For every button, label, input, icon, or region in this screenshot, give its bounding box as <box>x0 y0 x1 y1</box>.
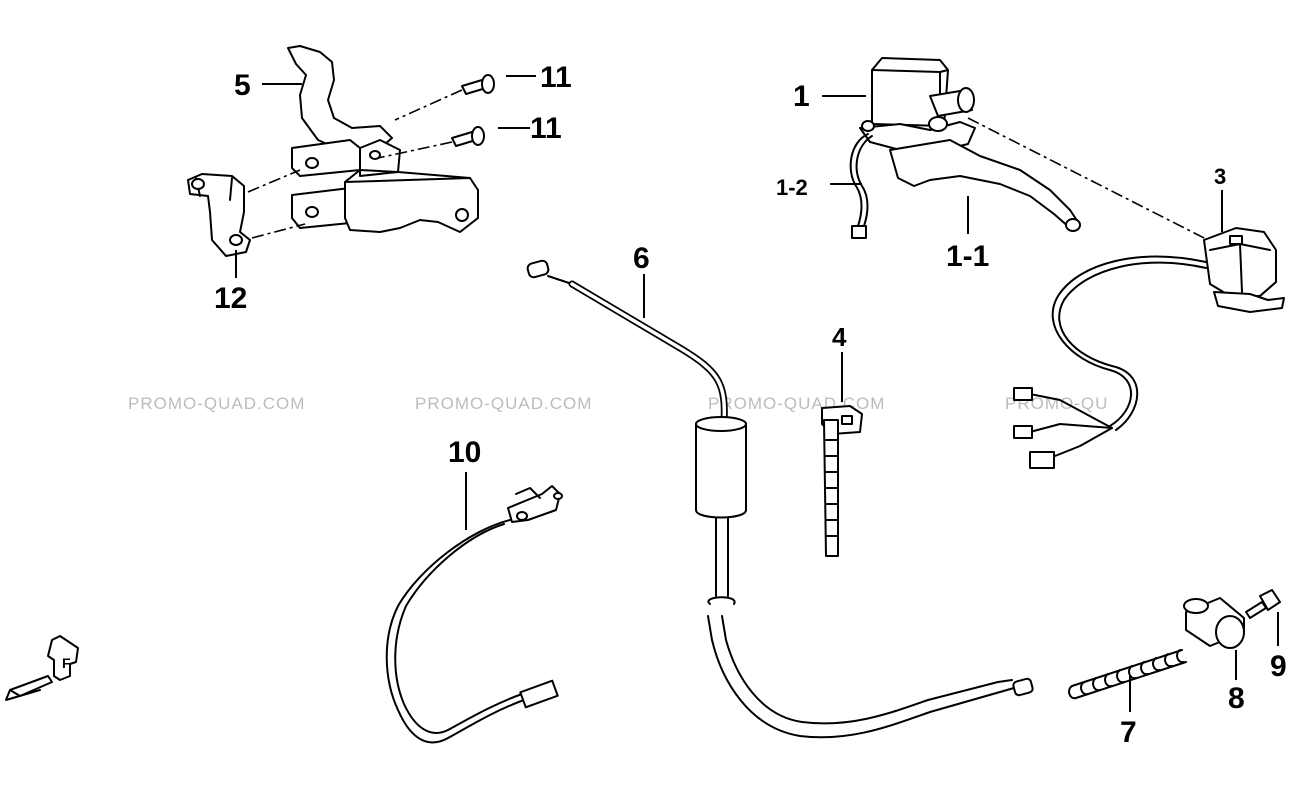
brake-light-switch <box>385 485 563 744</box>
cable-collar <box>1183 597 1245 649</box>
screw-icon <box>1245 589 1281 619</box>
spring <box>1068 649 1187 700</box>
callout-1-2: 1-2 <box>776 175 808 200</box>
front-direction-arrow-icon <box>5 635 79 701</box>
callout-4: 4 <box>832 322 847 352</box>
watermark-text: PROMO-QUAD.COM <box>415 394 592 413</box>
bolt-icon <box>451 126 485 147</box>
brake-switch-wire <box>849 133 873 239</box>
handlebar-switch <box>1203 227 1285 313</box>
callout-5: 5 <box>234 69 251 102</box>
cable-tie <box>821 405 863 557</box>
callout-8: 8 <box>1228 682 1245 715</box>
callout-labels: 5 11 11 12 1 1-2 1-1 3 6 4 10 7 8 9 <box>214 61 1287 749</box>
brake-lever <box>889 139 1081 232</box>
leader-lines <box>235 75 1279 712</box>
callout-1: 1 <box>793 80 810 113</box>
lever-holder-bracket <box>287 45 479 233</box>
callout-12: 12 <box>214 282 247 315</box>
callout-3: 3 <box>1214 164 1226 189</box>
callout-6: 6 <box>633 242 650 275</box>
master-cylinder <box>859 57 976 153</box>
watermark-row: PROMO-QUAD.COM PROMO-QUAD.COM PROMO-QUAD… <box>128 394 1107 413</box>
callout-9: 9 <box>1270 650 1287 683</box>
callout-10: 10 <box>448 436 481 469</box>
watermark-text: PROMO-QUAD.COM <box>128 394 305 413</box>
watermark-text: PROMO-QUAD.COM <box>708 394 885 413</box>
callout-1-1: 1-1 <box>946 240 989 273</box>
callout-11: 11 <box>540 61 572 94</box>
callout-11: 11 <box>530 112 562 145</box>
front-direction-label: F <box>62 655 71 671</box>
callout-7: 7 <box>1120 716 1137 749</box>
throttle-cable <box>526 259 1034 739</box>
bolt-icon <box>461 74 495 95</box>
switch-bracket <box>187 173 251 257</box>
switch-harness <box>1013 255 1207 469</box>
